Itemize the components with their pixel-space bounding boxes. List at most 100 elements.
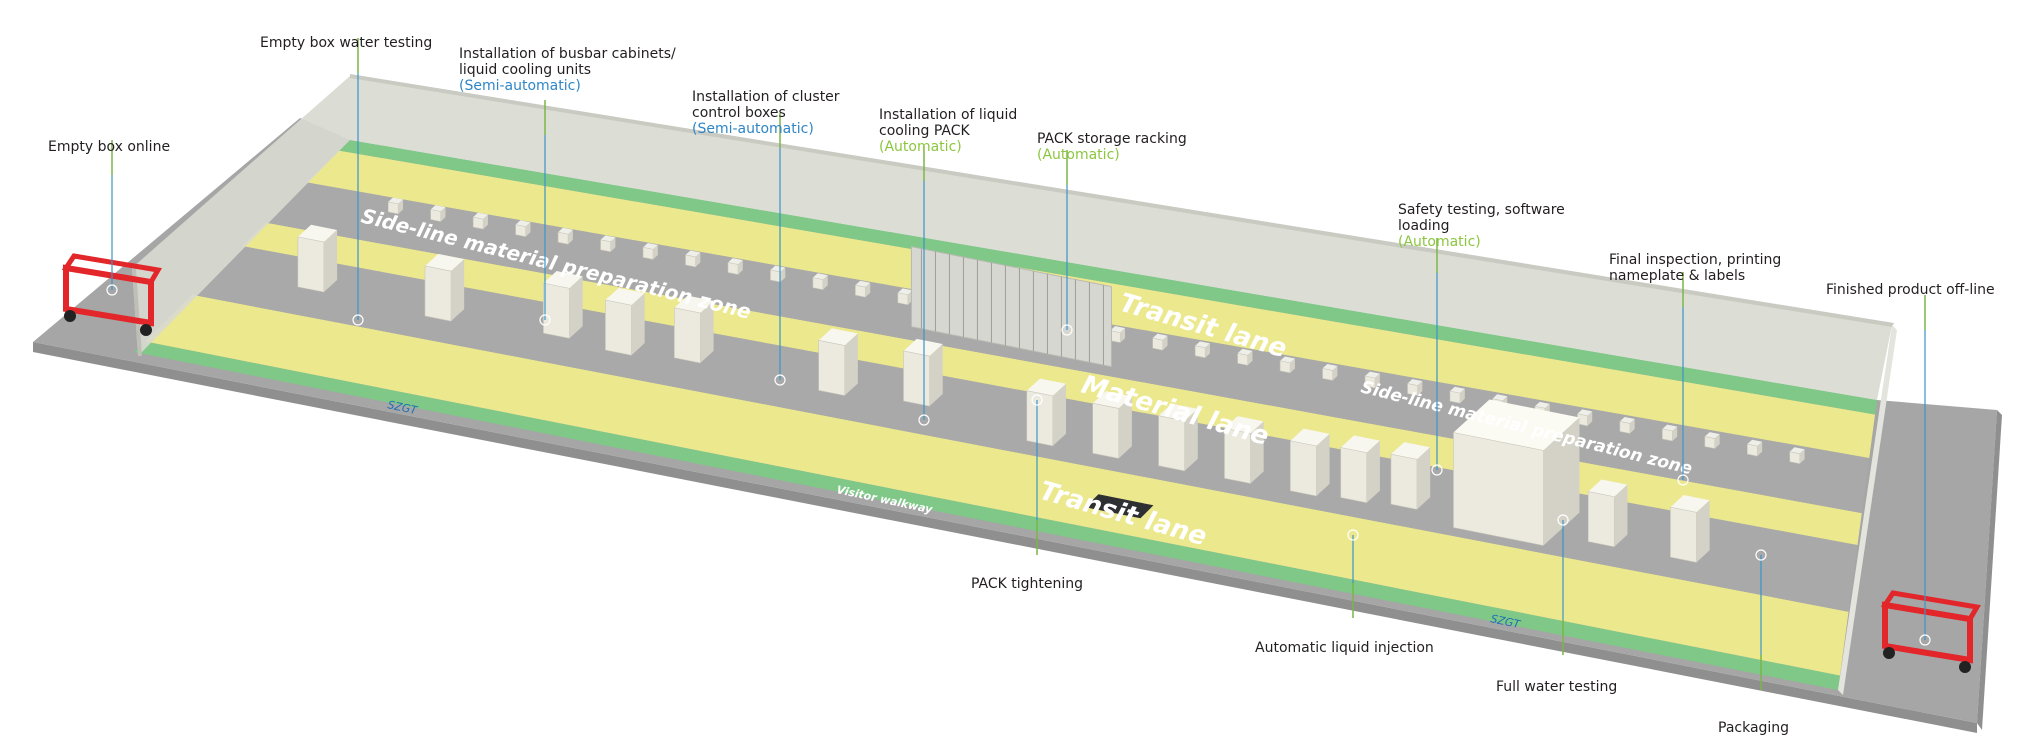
material-bin bbox=[812, 273, 828, 290]
material-bin-side bbox=[1629, 418, 1635, 434]
transit-lane-bottom-band bbox=[144, 294, 1849, 676]
material-bin-side bbox=[1162, 335, 1168, 351]
cluster-control-box-station bbox=[818, 328, 858, 396]
left-wall bbox=[132, 76, 350, 356]
workstation-unit-side bbox=[323, 229, 338, 293]
material-bin-top bbox=[1450, 386, 1465, 394]
material-bin-side bbox=[1587, 411, 1593, 426]
material-bin-side bbox=[695, 252, 701, 267]
material-bin-front bbox=[557, 231, 569, 245]
busbar-cabinet-station-top bbox=[605, 287, 645, 306]
material-bin-top bbox=[643, 242, 658, 250]
material-bin-front bbox=[642, 246, 654, 260]
callout-empty-box-online: Empty box online bbox=[48, 123, 170, 155]
equipment-layer bbox=[61, 197, 1981, 673]
material-bin bbox=[770, 265, 786, 283]
material-bin-top bbox=[1195, 341, 1210, 348]
material-bin-front bbox=[727, 262, 739, 275]
cart-wheel bbox=[64, 310, 76, 322]
safety-testing-station-side bbox=[1416, 447, 1431, 510]
pack-tightening-station-side bbox=[1052, 383, 1066, 446]
back-wall bbox=[350, 76, 1892, 400]
callout-liquid-cooling-pack: Installation of liquid cooling PACK (Aut… bbox=[879, 91, 1017, 171]
pack-tightening-station bbox=[1092, 391, 1132, 459]
material-bin bbox=[1407, 379, 1423, 396]
final-inspection-station-side bbox=[1614, 484, 1628, 547]
material-bin-top bbox=[1704, 432, 1720, 439]
leader-anchor-ring bbox=[1061, 324, 1073, 336]
pack-tightening-station-top bbox=[1158, 403, 1198, 421]
full-water-testing-booth-top bbox=[1453, 399, 1580, 451]
material-bin-top bbox=[855, 280, 871, 288]
brand-mark-left: SZGT bbox=[386, 398, 419, 417]
pack-tightening-station-side bbox=[1184, 408, 1198, 471]
material-bin-top bbox=[558, 227, 573, 235]
liquid-cooling-pack-station-top bbox=[903, 338, 943, 357]
final-inspection-station bbox=[1587, 479, 1628, 548]
material-bin-top bbox=[388, 197, 404, 204]
safety-testing-station-front bbox=[1340, 447, 1368, 504]
back-walkway-band bbox=[339, 140, 1878, 415]
liquid-cooling-unit-station-top bbox=[674, 295, 714, 313]
material-bin bbox=[430, 205, 446, 222]
material-bin-front bbox=[1789, 451, 1801, 465]
material-bin-top bbox=[1747, 439, 1763, 447]
material-bin-front bbox=[812, 277, 824, 290]
callout-full-water-testing: Full water testing bbox=[1496, 663, 1617, 695]
material-bin-front bbox=[1322, 368, 1333, 381]
station-mode-semi-automatic: (Semi-automatic) bbox=[459, 78, 581, 94]
visitor-walkway-band bbox=[134, 341, 1840, 690]
finished-product-cart-top-frame bbox=[1880, 590, 1981, 622]
callout-packaging: Packaging bbox=[1718, 704, 1789, 736]
leader-anchor-ring bbox=[918, 414, 930, 426]
material-bin-top bbox=[1577, 409, 1593, 416]
material-bin-top bbox=[1534, 401, 1550, 409]
material-bin bbox=[1577, 409, 1593, 427]
cart-wheel bbox=[140, 324, 152, 336]
cart-wheel bbox=[1959, 661, 1971, 673]
material-bin-front bbox=[472, 216, 484, 230]
liquid-cooling-pack-station bbox=[903, 338, 943, 407]
material-bin bbox=[1619, 416, 1635, 434]
material-bin-top bbox=[1619, 416, 1635, 424]
busbar-cabinet-station-side bbox=[631, 293, 645, 356]
cluster-control-box-station-front bbox=[818, 339, 845, 396]
empty-box-cart bbox=[61, 253, 162, 336]
empty-box-water-testing-unit-front bbox=[424, 265, 452, 322]
callout-pack-storage-racking: PACK storage racking (Automatic) bbox=[1037, 115, 1187, 179]
material-bin bbox=[600, 235, 616, 253]
material-bin bbox=[1237, 348, 1253, 366]
leader-anchor-ring bbox=[1755, 549, 1767, 561]
pack-tightening-station-side bbox=[1250, 421, 1264, 484]
full-water-testing-booth-front bbox=[1453, 432, 1544, 546]
safety-testing-station-front bbox=[1290, 440, 1317, 497]
pack-tightening-station-front bbox=[1026, 390, 1054, 447]
leader-anchor-ring bbox=[539, 314, 551, 326]
pack-tightening-station bbox=[1026, 378, 1066, 447]
callout-pack-tightening: PACK tightening bbox=[971, 560, 1083, 592]
material-bin-side bbox=[653, 244, 658, 260]
material-bin-top bbox=[430, 205, 446, 212]
workstation-unit-top bbox=[297, 224, 338, 243]
workstation-unit bbox=[297, 224, 338, 293]
material-bin bbox=[515, 220, 531, 238]
pack-tightening-station-side bbox=[1118, 396, 1132, 459]
callout-finished-product-off-line: Finished product off-line bbox=[1826, 266, 1995, 298]
material-bin bbox=[1662, 424, 1678, 442]
station-label: Installation of cluster control boxes bbox=[692, 89, 840, 121]
material-bin-top bbox=[1322, 364, 1338, 371]
station-mode-automatic: (Automatic) bbox=[1037, 147, 1120, 163]
cluster-control-box-station-top bbox=[818, 328, 858, 346]
leader-anchor-ring bbox=[1347, 529, 1359, 541]
station-label: Empty box online bbox=[48, 139, 171, 155]
leader-anchor-ring bbox=[1677, 474, 1689, 486]
station-label: Automatic liquid injection bbox=[1255, 640, 1434, 656]
busbar-cabinet-station-top bbox=[543, 271, 583, 289]
material-bin-top bbox=[1110, 326, 1126, 333]
material-bin-top bbox=[1789, 447, 1805, 454]
material-bin bbox=[1704, 432, 1720, 449]
empty-box-water-testing-unit-side bbox=[450, 259, 465, 322]
material-bin-front bbox=[1152, 337, 1164, 351]
material-bin-side bbox=[1417, 381, 1423, 396]
busbar-cabinet-station-front bbox=[605, 299, 632, 356]
